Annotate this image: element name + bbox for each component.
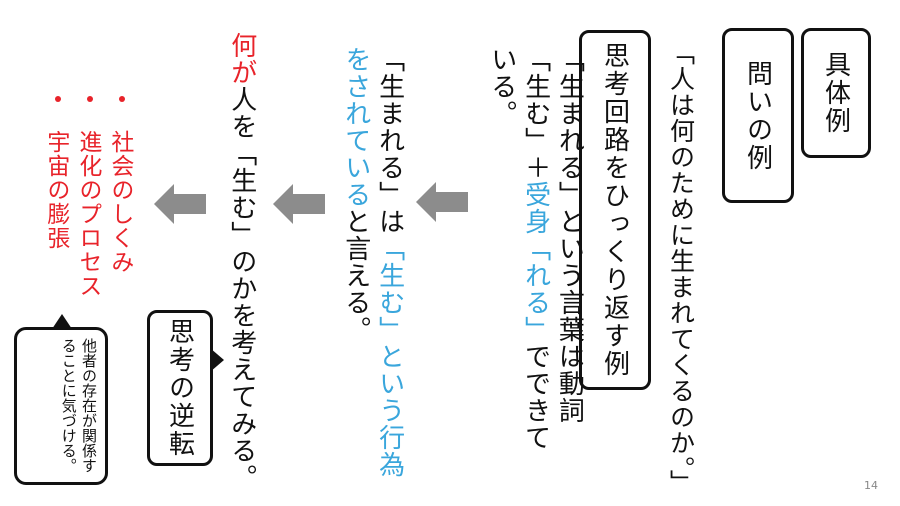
- what-highlight: 何が: [226, 32, 257, 86]
- concrete-example-label-box: 具体例: [801, 28, 871, 158]
- concrete-example-label: 具体例: [820, 51, 851, 135]
- left-arrow-icon: [273, 184, 325, 224]
- question-example-label-box: 問いの例: [722, 28, 794, 203]
- being-given-birth-highlight: 「生む」という行為をされている: [340, 46, 405, 478]
- page-number: 14: [864, 479, 878, 492]
- answer-social-system: 社会のしくみ: [106, 130, 133, 274]
- left-arrow-icon: [154, 184, 206, 224]
- callout-bubble: 他者の存在が関係することに気づける。: [14, 327, 108, 485]
- paragraph-verb-explanation: 「生まれる」という言葉は動詞「生む」＋受身「れる」でできている。: [486, 46, 585, 451]
- answer-cosmic-expansion: 宇宙の膨張: [42, 130, 69, 250]
- reverse-thinking-label: 思考回路をひっくり返す例: [599, 42, 630, 378]
- passive-reru-highlight: 受身「れる」: [520, 181, 551, 343]
- callout-text: 他者の存在が関係することに気づける。: [59, 338, 98, 473]
- question-text: 「人は何のために生まれてくるのか。」: [666, 40, 696, 496]
- thinking-inversion-bubble: 思考の逆転: [147, 310, 213, 466]
- paragraph-being-born: 「生まれる」は「生む」という行為をされていると言える。: [340, 46, 405, 478]
- question-example-label: 問いの例: [742, 59, 773, 172]
- bullet-dot: [87, 96, 93, 102]
- answer-evolution-process: 進化のプロセス: [74, 130, 101, 298]
- reverse-thinking-label-box: 思考回路をひっくり返す例: [579, 30, 651, 390]
- paragraph-what-gives-birth: 何が人を「生む」のかを考えてみる。: [226, 32, 257, 491]
- left-arrow-icon: [416, 182, 468, 222]
- bullet-dot: [55, 96, 61, 102]
- bullet-dot: [119, 96, 125, 102]
- thinking-inversion-label: 思考の逆転: [164, 318, 195, 458]
- bubble-pointer-icon: [210, 348, 224, 372]
